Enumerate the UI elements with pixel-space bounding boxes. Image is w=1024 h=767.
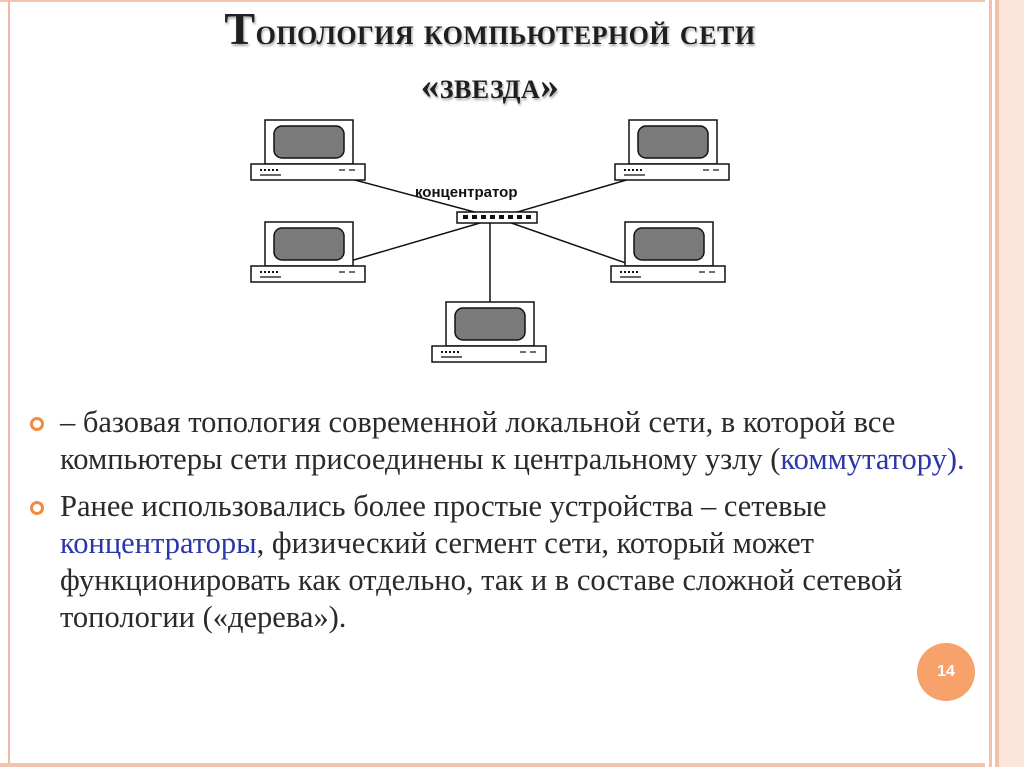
- bullet-2-text-after: , физический сегмент сети, который может…: [60, 526, 903, 634]
- vent-dot: [260, 271, 262, 273]
- vent-dot: [624, 271, 626, 273]
- bullet-1-text: – базовая топология современной локально…: [60, 405, 896, 476]
- bullet-circle-icon: [30, 501, 44, 515]
- vent-dot: [624, 169, 626, 171]
- system-unit: [614, 163, 730, 181]
- vent-dot: [276, 271, 278, 273]
- vent-dot: [276, 169, 278, 171]
- title-line-1: Топология компьютерной сети: [40, 2, 940, 60]
- bullet-list: – базовая топология современной локально…: [30, 404, 985, 646]
- hub-port: [481, 215, 486, 219]
- computer-icon: [614, 119, 730, 181]
- frame-right-border: [985, 0, 1024, 767]
- network-link: [339, 175, 498, 219]
- vent-dot: [636, 169, 638, 171]
- vent-dot: [441, 351, 443, 353]
- network-link: [339, 217, 498, 265]
- vent-dot: [264, 169, 266, 171]
- hub-port: [472, 215, 477, 219]
- bullet-item-1: – базовая топология современной локально…: [30, 404, 985, 478]
- title-line-1-text: опология компьютерной сети: [255, 12, 756, 53]
- computer-icon: [610, 221, 726, 283]
- vent-dot: [445, 351, 447, 353]
- monitor-screen: [273, 227, 345, 261]
- monitor-screen: [273, 125, 345, 159]
- vent-dot: [272, 271, 274, 273]
- monitor-screen: [637, 125, 709, 159]
- computer-icon: [250, 119, 366, 181]
- network-links: [339, 175, 641, 302]
- vent-dot: [272, 169, 274, 171]
- hub-ports: [463, 215, 531, 219]
- monitor-screen: [454, 307, 526, 341]
- vent-dot: [632, 271, 634, 273]
- system-unit: [250, 265, 366, 283]
- computer-icon: [250, 221, 366, 283]
- title-line-2: «звезда»: [420, 66, 560, 107]
- vent-dot: [457, 351, 459, 353]
- bullet-1-highlight: коммутатору).: [780, 442, 965, 476]
- title-drop-cap: Т: [224, 3, 256, 54]
- vent-dot: [620, 271, 622, 273]
- bullet-circle-icon: [30, 417, 44, 431]
- vent-dot: [264, 271, 266, 273]
- vent-dot: [632, 169, 634, 171]
- vent-dot: [628, 169, 630, 171]
- hub-port: [508, 215, 513, 219]
- vent-dot: [636, 271, 638, 273]
- frame-top-line: [0, 0, 1024, 2]
- vent-dot: [628, 271, 630, 273]
- hub-port: [463, 215, 468, 219]
- vent-dot: [268, 271, 270, 273]
- system-unit: [431, 345, 547, 363]
- vent-dot: [453, 351, 455, 353]
- slide-title: Топология компьютерной сети «звезда»: [40, 2, 940, 114]
- computer-icon: [431, 301, 547, 363]
- bullet-2-highlight: концентраторы: [60, 526, 257, 560]
- computers: [250, 119, 730, 363]
- frame-left-border: [0, 0, 10, 767]
- vent-dot: [268, 169, 270, 171]
- page-number-badge: 14: [917, 643, 975, 701]
- vent-dot: [260, 169, 262, 171]
- hub-port: [526, 215, 531, 219]
- bullet-2-text: Ранее использовались более простые устро…: [60, 489, 827, 523]
- network-link: [496, 175, 641, 219]
- hub-device: [456, 211, 538, 224]
- monitor-screen: [633, 227, 705, 261]
- system-unit: [610, 265, 726, 283]
- frame-bottom-line: [0, 763, 985, 767]
- hub-body: [456, 211, 538, 224]
- hub-port: [499, 215, 504, 219]
- star-topology-diagram: концентратор: [250, 119, 730, 363]
- hub-port: [490, 215, 495, 219]
- system-unit: [250, 163, 366, 181]
- bullet-item-2: Ранее использовались более простые устро…: [30, 488, 985, 636]
- vent-dot: [449, 351, 451, 353]
- vent-dot: [640, 169, 642, 171]
- hub-label: концентратор: [415, 184, 517, 201]
- network-link: [496, 217, 641, 269]
- hub-port: [517, 215, 522, 219]
